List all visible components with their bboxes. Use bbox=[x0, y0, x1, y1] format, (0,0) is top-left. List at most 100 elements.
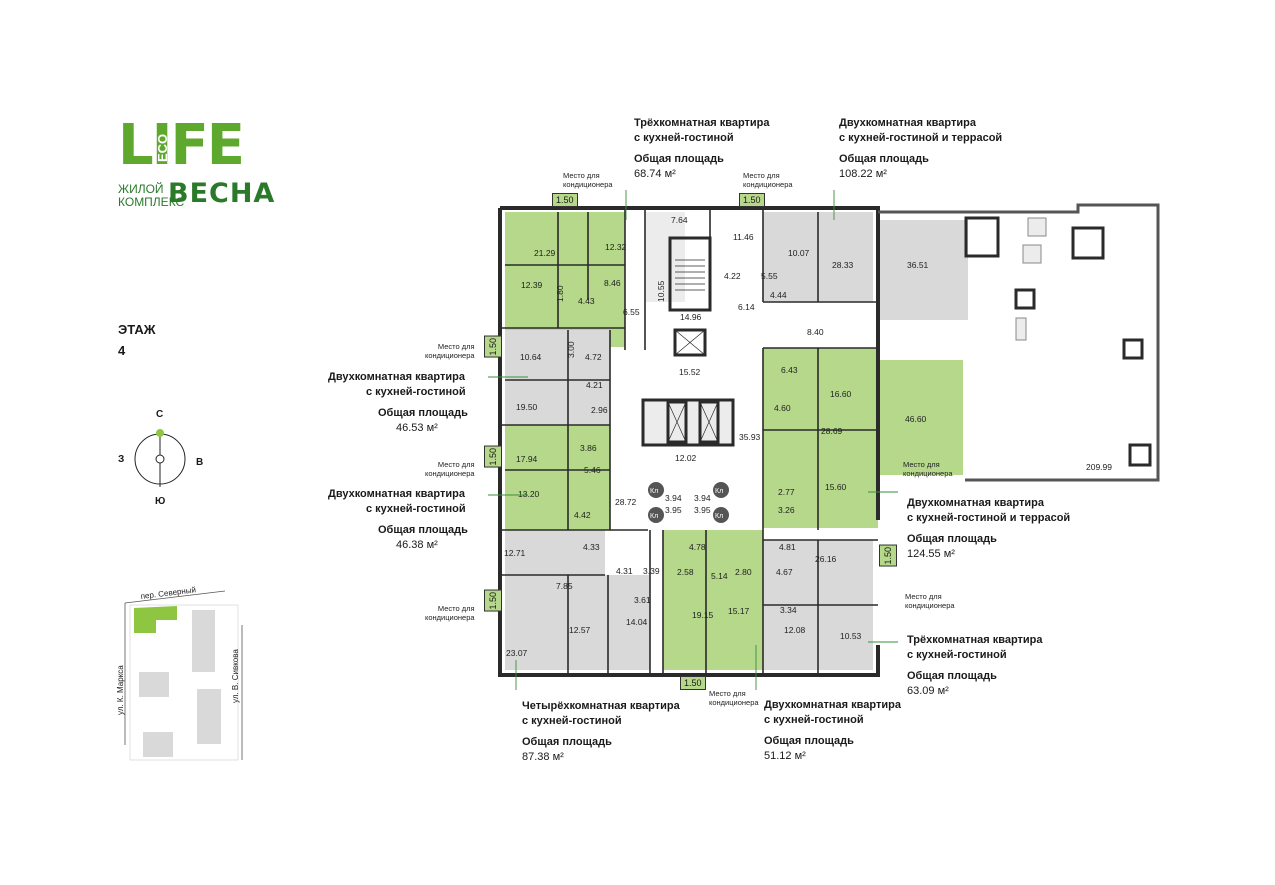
room-label: 4.81 bbox=[779, 542, 796, 552]
room-label: 26.16 bbox=[815, 554, 837, 564]
room-label: 10.64 bbox=[520, 352, 542, 362]
apartment-label: Двухкомнатная квартира с кухней-гостиной… bbox=[907, 497, 1071, 560]
room-label: 3.94 bbox=[694, 493, 711, 503]
room-label: 12.71 bbox=[504, 548, 526, 558]
conditioner-badge: 1.50 bbox=[484, 590, 502, 612]
room-label: 3.86 bbox=[580, 443, 597, 453]
terrace-b bbox=[878, 360, 963, 475]
apartment-label: Двухкомнатная квартира с кухней-гостиной… bbox=[328, 371, 468, 434]
apt-fill-storage bbox=[505, 530, 605, 575]
room-label: 14.96 bbox=[680, 312, 702, 322]
room-label: 2.58 bbox=[677, 567, 694, 577]
conditioner-badge: 1.50 bbox=[552, 193, 578, 207]
floor-plan: Кл Кл Кл Кл 21.29 12.32 7.64 11.46 10.07… bbox=[478, 130, 1168, 690]
compass-north: С bbox=[156, 409, 164, 420]
room-label: 209.99 bbox=[1086, 462, 1112, 472]
room-label: 13.20 bbox=[518, 489, 540, 499]
room-label: 3.95 bbox=[665, 505, 682, 515]
room-label: 23.07 bbox=[506, 648, 528, 658]
street-east: ул. В. Сивкова bbox=[231, 649, 240, 703]
room-label: 4.22 bbox=[724, 271, 741, 281]
room-label: 36.51 bbox=[907, 260, 929, 270]
kl-1: Кл bbox=[650, 488, 658, 495]
conditioner-badge: 1.50 bbox=[879, 545, 897, 567]
room-labels: 21.29 12.32 7.64 11.46 10.07 28.33 36.51… bbox=[504, 215, 1112, 658]
room-label: 6.43 bbox=[781, 365, 798, 375]
room-label: 4.67 bbox=[776, 567, 793, 577]
room-label: 12.32 bbox=[605, 242, 627, 252]
compass-south: Ю bbox=[155, 496, 166, 507]
room-label: 12.39 bbox=[521, 280, 543, 290]
room-label: 15.17 bbox=[728, 606, 750, 616]
room-label: 4.72 bbox=[585, 352, 602, 362]
conditioner-badge: 1.50 bbox=[484, 446, 502, 468]
room-label: 4.78 bbox=[689, 542, 706, 552]
room-label: 4.42 bbox=[574, 510, 591, 520]
room-label: 3.34 bbox=[780, 605, 797, 615]
room-label: 10.55 bbox=[656, 280, 666, 302]
kl-markers: Кл Кл Кл Кл bbox=[648, 482, 729, 523]
kl-2: Кл bbox=[715, 488, 723, 495]
apt-fill-2room-c bbox=[663, 530, 763, 670]
room-label: 28.72 bbox=[615, 497, 637, 507]
floor-number: 4 bbox=[118, 343, 126, 358]
room-label: 12.02 bbox=[675, 453, 697, 463]
room-label: 3.39 bbox=[643, 566, 660, 576]
room-label: 10.53 bbox=[840, 631, 862, 641]
logo-line1: ЖИЛОЙ bbox=[118, 182, 164, 196]
logo: LIFE ECO ЖИЛОЙ КОМПЛЕКС ВЕСНА bbox=[118, 113, 276, 210]
room-label: 15.60 bbox=[825, 482, 847, 492]
room-label: 17.94 bbox=[516, 454, 538, 464]
room-label: 15.52 bbox=[679, 367, 701, 377]
room-label: 19.15 bbox=[692, 610, 714, 620]
room-label: 4.60 bbox=[774, 403, 791, 413]
logo-vesna: ВЕСНА bbox=[168, 178, 276, 209]
room-label: 1.80 bbox=[555, 285, 565, 302]
room-label: 11.46 bbox=[733, 232, 754, 242]
compass-east: В bbox=[196, 457, 204, 468]
terrace-walls bbox=[878, 203, 1160, 482]
kl-3: Кл bbox=[650, 513, 658, 520]
apt-fill-2room-terrace-b bbox=[763, 348, 878, 528]
room-label: 2.96 bbox=[591, 405, 608, 415]
street-west: ул. К. Маркса bbox=[116, 665, 125, 715]
room-label: 28.69 bbox=[821, 426, 843, 436]
room-label: 46.60 bbox=[905, 414, 927, 424]
room-label: 2.80 bbox=[735, 567, 752, 577]
floor-label: ЭТАЖ bbox=[118, 322, 156, 337]
room-label: 14.04 bbox=[626, 617, 648, 627]
apartment-label: Двухкомнатная квартира с кухней-гостиной… bbox=[328, 488, 468, 551]
room-label: 8.40 bbox=[807, 327, 824, 337]
logo-life: LIFE bbox=[118, 113, 245, 178]
compass: С Ю З В bbox=[112, 405, 212, 515]
compass-graphic bbox=[134, 429, 186, 487]
room-label: 3.00 bbox=[566, 341, 576, 358]
compass-west: З bbox=[118, 454, 125, 465]
apartment-label: Двухкомнатная квартира с кухней-гостиной… bbox=[839, 117, 1003, 180]
location-map: пер. Северный ул. К. Маркса ул. В. Сивко… bbox=[105, 585, 255, 775]
room-label: 5.46 bbox=[584, 465, 601, 475]
street-north: пер. Северный bbox=[140, 585, 196, 601]
room-label: 7.64 bbox=[671, 215, 688, 225]
room-label: 3.95 bbox=[694, 505, 711, 515]
room-label: 12.57 bbox=[569, 625, 591, 635]
room-label: 28.33 bbox=[832, 260, 854, 270]
room-label: 12.08 bbox=[784, 625, 806, 635]
conditioner-badge: 1.50 bbox=[484, 336, 502, 358]
stair-core bbox=[645, 212, 685, 302]
apartment-label: Четырёхкомнатная квартира с кухней-гости… bbox=[522, 700, 680, 763]
room-label: 19.50 bbox=[516, 402, 538, 412]
room-label: 6.55 bbox=[623, 307, 640, 317]
room-label: 16.60 bbox=[830, 389, 852, 399]
kl-4: Кл bbox=[715, 513, 723, 520]
room-label: 8.46 bbox=[604, 278, 621, 288]
apartment-label: Трёхкомнатная квартира с кухней-гостиной… bbox=[634, 117, 770, 180]
room-label: 3.94 bbox=[665, 493, 682, 503]
room-label: 5.55 bbox=[761, 271, 778, 281]
inner-walls bbox=[500, 208, 878, 675]
